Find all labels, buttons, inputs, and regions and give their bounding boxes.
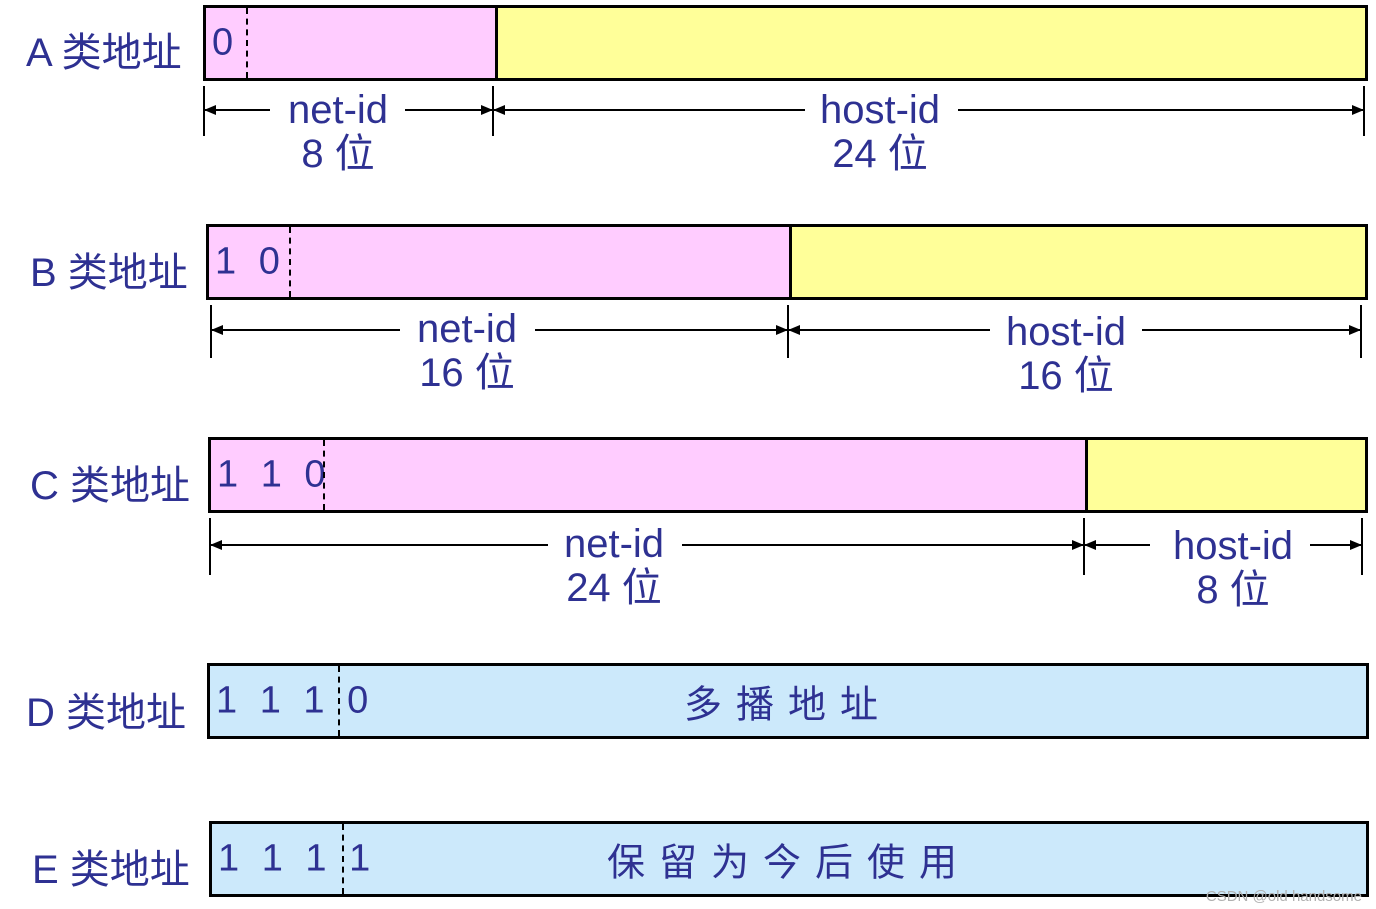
- class-b-net-bits: 16 位: [416, 351, 518, 395]
- class-a-prefix: 0: [212, 21, 240, 64]
- class-b-bar: 1 0: [206, 224, 1368, 300]
- class-e-label: E 类地址: [32, 848, 190, 892]
- class-a-label: A 类地址: [26, 31, 182, 75]
- class-b-prefix: 1 0: [215, 240, 286, 283]
- class-c-host-dimension: host-id 8 位: [1162, 524, 1304, 612]
- class-e-segment: 1 1 1 1 保留为今后使用: [212, 824, 1366, 894]
- class-e-prefix: 1 1 1 1: [218, 837, 377, 880]
- class-b-host-segment: [789, 227, 1365, 297]
- class-a-net-bits: 8 位: [287, 132, 389, 176]
- class-e-prefix-divider: [342, 824, 344, 894]
- class-c-host-segment: [1085, 440, 1365, 510]
- class-a-host-segment: [495, 8, 1365, 78]
- class-a-net-segment: 0: [206, 8, 495, 78]
- class-d-label: D 类地址: [26, 691, 186, 735]
- class-d-segment: 1 1 1 0 多播地址: [210, 666, 1366, 736]
- class-c-net-dimension: net-id 24 位: [553, 522, 675, 610]
- class-a-host-name: host-id: [819, 88, 941, 132]
- class-c-net-name: net-id: [563, 522, 665, 566]
- class-d-description: 多播地址: [683, 684, 892, 727]
- class-a-host-dimension: host-id 24 位: [809, 88, 951, 176]
- class-c-prefix: 1 1 0: [217, 453, 332, 496]
- class-c-host-bits: 8 位: [1172, 568, 1294, 612]
- class-a-prefix-divider: [246, 8, 248, 78]
- class-a-bar: 0: [203, 5, 1368, 81]
- class-b-prefix-divider: [289, 227, 291, 297]
- class-b-host-bits: 16 位: [1005, 354, 1127, 398]
- class-b-net-dimension: net-id 16 位: [406, 307, 528, 395]
- class-c-label: C 类地址: [30, 464, 190, 508]
- class-e-bar: 1 1 1 1 保留为今后使用: [209, 821, 1369, 897]
- class-a-net-dimension: net-id 8 位: [277, 88, 399, 176]
- class-a-net-name: net-id: [287, 88, 389, 132]
- class-c-host-name: host-id: [1172, 524, 1294, 568]
- class-c-net-bits: 24 位: [563, 566, 665, 610]
- class-c-prefix-divider: [323, 440, 325, 510]
- class-c-bar: 1 1 0: [208, 437, 1368, 513]
- class-b-host-dimension: host-id 16 位: [995, 310, 1137, 398]
- class-b-label: B 类地址: [30, 251, 188, 295]
- class-b-net-segment: 1 0: [209, 227, 789, 297]
- class-b-host-name: host-id: [1005, 310, 1127, 354]
- class-d-prefix: 1 1 1 0: [216, 679, 375, 722]
- class-b-net-name: net-id: [416, 307, 518, 351]
- watermark: CSDN @old handsome: [1205, 888, 1362, 905]
- class-d-prefix-divider: [338, 666, 340, 736]
- class-d-bar: 1 1 1 0 多播地址: [207, 663, 1369, 739]
- class-a-host-bits: 24 位: [819, 132, 941, 176]
- class-e-description: 保留为今后使用: [606, 842, 971, 885]
- class-c-net-segment: 1 1 0: [211, 440, 1085, 510]
